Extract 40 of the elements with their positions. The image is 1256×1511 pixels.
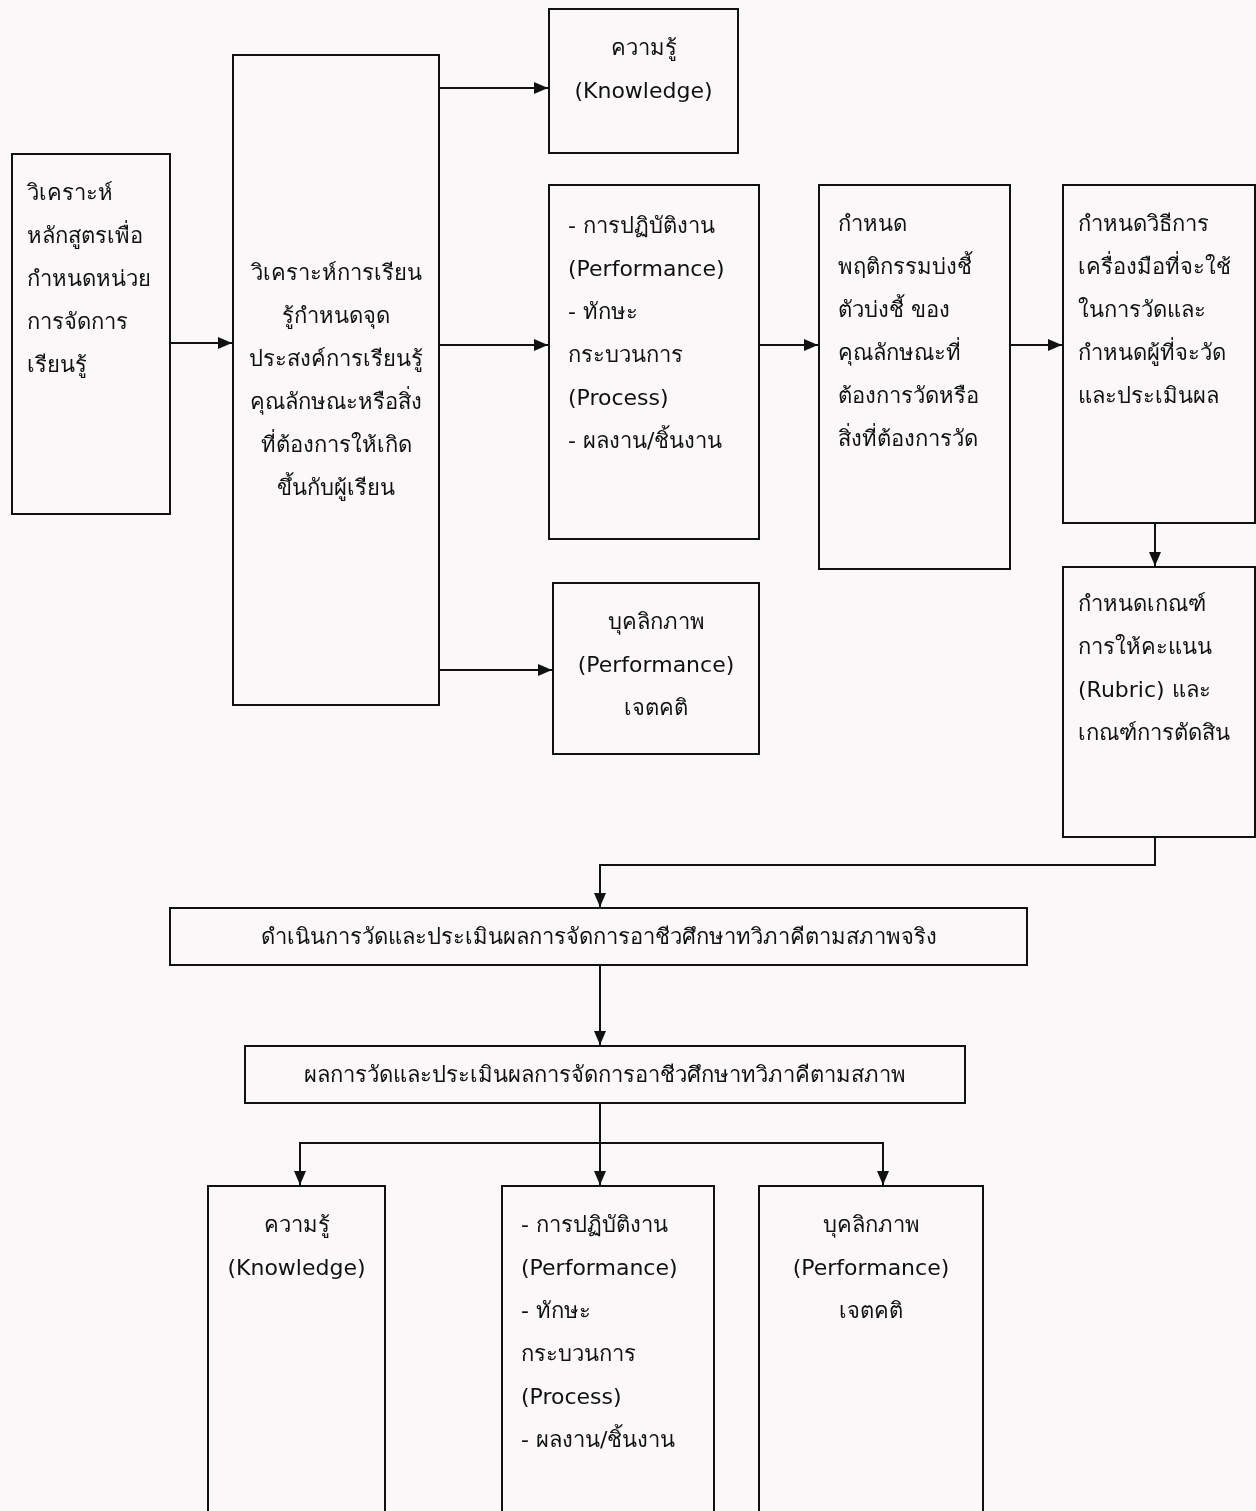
box-text: - ผลงาน/ชิ้นงาน [521,1418,695,1461]
arrow [439,339,549,351]
box-text: ผลการวัดและประเมินผลการจัดการอาชีวศึกษาทวิภาคีตามสภาพ [303,1061,907,1089]
process-box [1062,566,1256,838]
process-box [818,184,1011,570]
process-box [758,1185,984,1511]
arrow [759,339,819,351]
process-box [169,907,1028,966]
process-box [501,1185,715,1511]
box-text: - ทักษะกระบวนการ (Process) [568,298,684,412]
box-text: ความรู้ (Knowledge) [226,1211,367,1282]
box-text: บุคลิกภาพ (Performance) เจตคติ [791,1211,951,1325]
process-box [232,54,440,706]
box-text: กำหนดเกณฑ์การให้คะแนน (Rubric) และเกณฑ์การตัดสิน [1078,590,1231,747]
box-text: - ผลงาน/ชิ้นงาน [568,419,740,462]
process-box [11,153,171,515]
arrow [439,82,549,94]
box-text: - การปฏิบัติงาน (Performance) [568,212,726,283]
process-box [1062,184,1256,524]
box-text: - การปฏิบัติงาน (Performance) [521,1211,679,1282]
arrow [1010,339,1063,351]
box-text: - ทักษะกระบวนการ (Process) [521,1297,637,1411]
arrow [594,837,1156,908]
box-text: ดำเนินการวัดและประเมินผลการจัดการอาชีวศึกษาทวิภาคีตามสภาพจริง [259,923,938,951]
arrow [594,965,606,1046]
arrow [599,1103,889,1186]
process-box [548,8,739,154]
box-text: วิเคราะห์การเรียนรู้กำหนดจุดประสงค์การเรียนรู้ คุณลักษณะหรือสิ่งที่ต้องการให้เกิดขึ้นกับผู้เรียน [248,259,424,503]
process-box [548,184,760,540]
box-text: ความรู้ (Knowledge) [573,34,714,105]
process-box [207,1185,386,1511]
arrow [170,337,233,349]
box-text: วิเคราะห์หลักสูตรเพื่อกำหนดหน่วยการจัดการเรียนรู้ [27,179,152,380]
process-box [244,1045,966,1104]
box-text: บุคลิกภาพ (Performance) เจตคติ [576,608,736,722]
box-text: กำหนดวิธีการเครื่องมือที่จะใช้ในการวัดและกำหนดผู้ที่จะวัดและประเมินผล [1078,210,1232,410]
arrow [439,664,553,676]
arrow [1149,523,1161,567]
box-text: กำหนดพฤติกรรมบ่งชี้ ตัวบ่งชี้ ของคุณลักษณะที่ต้องการวัดหรือสิ่งที่ต้องการวัด [838,210,980,453]
process-box [552,582,760,755]
